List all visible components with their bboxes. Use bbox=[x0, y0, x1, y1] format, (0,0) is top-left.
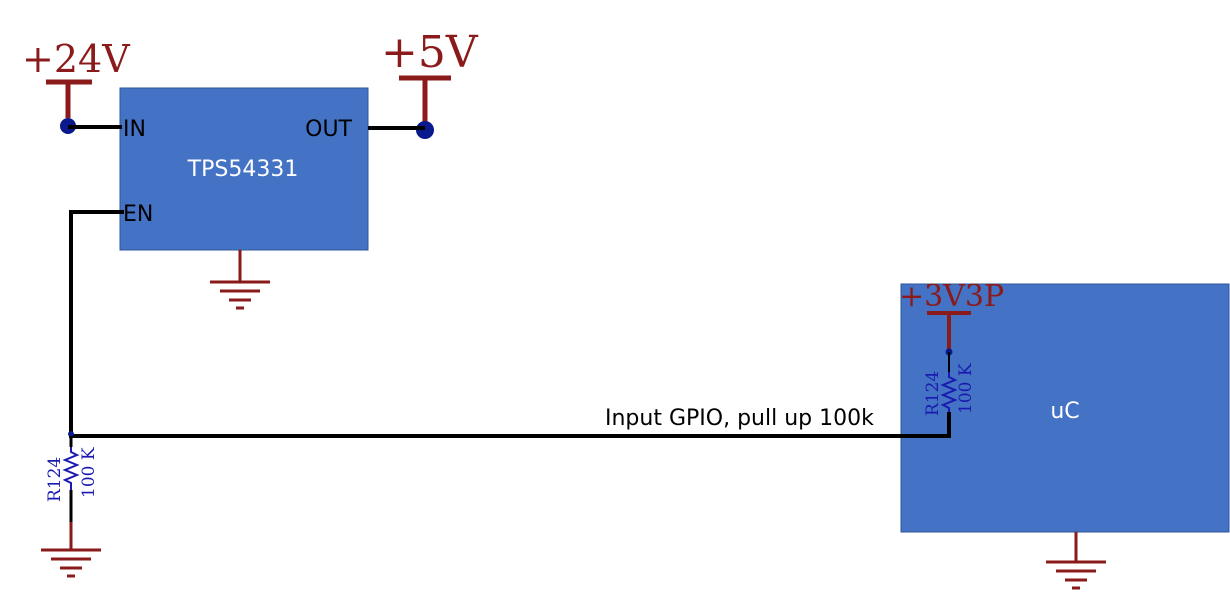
resistor-pulldown: R124 100 K bbox=[45, 436, 99, 522]
resistor-pullup-ref: R124 bbox=[923, 371, 943, 416]
regulator-name: TPS54331 bbox=[187, 157, 299, 182]
microcontroller-block: uC bbox=[900, 283, 1230, 533]
regulator-block: TPS54331 IN OUT EN bbox=[119, 87, 369, 251]
rail-24v-label: +24V bbox=[22, 37, 130, 81]
resistor-pulldown-ref: R124 bbox=[45, 457, 65, 502]
regulator-pin-en: EN bbox=[123, 202, 153, 227]
rail-24v: +24V bbox=[22, 37, 130, 134]
rail-5v-label: +5V bbox=[381, 27, 479, 78]
microcontroller-body bbox=[900, 283, 1230, 533]
ground-microcontroller-icon bbox=[1046, 532, 1106, 590]
resistor-pulldown-icon bbox=[62, 447, 80, 490]
resistor-pulldown-value: 100 K bbox=[79, 447, 99, 498]
resistor-pullup-value: 100 K bbox=[956, 363, 976, 414]
net-note: Input GPIO, pull up 100k bbox=[605, 406, 874, 431]
junction-enable bbox=[68, 431, 74, 437]
ground-pulldown-icon bbox=[41, 522, 101, 578]
rail-3v3p-label: +3V3P bbox=[899, 279, 1004, 314]
rail-5v: +5V bbox=[368, 27, 479, 139]
regulator-pin-out: OUT bbox=[305, 117, 352, 142]
resistor-pullup-icon bbox=[940, 372, 958, 412]
regulator-pin-in: IN bbox=[123, 117, 146, 142]
regulator-body bbox=[119, 87, 369, 251]
microcontroller-name: uC bbox=[1050, 399, 1079, 424]
ground-regulator-icon bbox=[210, 250, 270, 310]
rail-3v3p: +3V3P bbox=[899, 279, 1004, 356]
resistor-pullup: R124 100 K bbox=[923, 352, 976, 416]
